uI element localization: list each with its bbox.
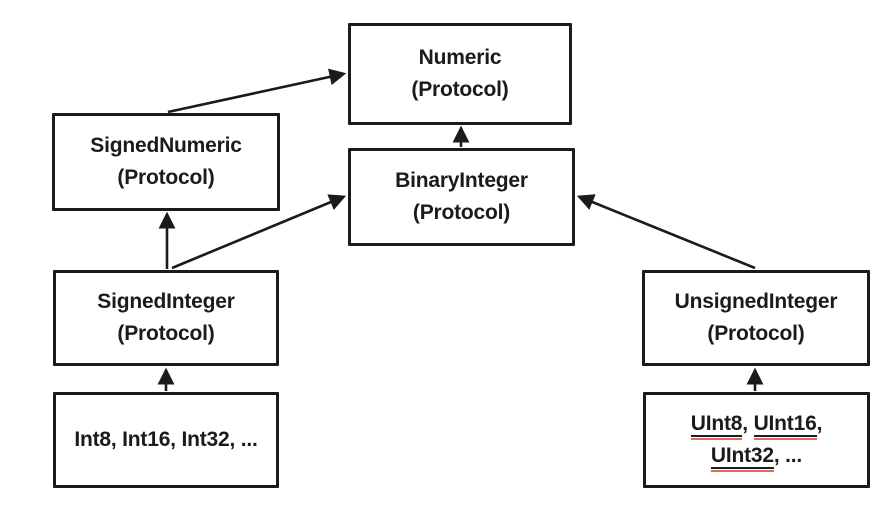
node-subtitle: (Protocol) xyxy=(117,166,215,189)
uint-types-line-2: UInt32, ... xyxy=(710,440,803,472)
node-numeric: Numeric (Protocol) xyxy=(348,23,572,125)
node-title: SignedInteger xyxy=(97,290,235,313)
underlined-type-name: UInt32 xyxy=(710,444,774,469)
node-unsigned-integer: UnsignedInteger (Protocol) xyxy=(642,270,870,366)
underlined-type-name: UInt16 xyxy=(753,412,817,437)
int-types-label: Int8, Int16, Int32, ... xyxy=(74,428,258,451)
uint-types-line-1: UInt8, UInt16, xyxy=(690,408,823,440)
arrow-signedinteger-to-binaryinteger xyxy=(171,194,347,270)
node-title: Numeric xyxy=(418,46,502,69)
node-title: UnsignedInteger xyxy=(674,290,838,313)
node-signed-numeric: SignedNumeric (Protocol) xyxy=(52,113,280,211)
underlined-type-name: UInt8 xyxy=(690,412,743,437)
node-title: SignedNumeric xyxy=(90,134,242,157)
arrow-signednumeric-to-numeric xyxy=(167,68,347,114)
text-segment: , xyxy=(816,412,823,435)
text-segment: , ... xyxy=(773,444,803,467)
node-int-types: Int8, Int16, Int32, ... xyxy=(53,392,279,488)
node-title: BinaryInteger xyxy=(395,169,528,192)
node-binary-integer: BinaryInteger (Protocol) xyxy=(348,148,575,246)
node-subtitle: (Protocol) xyxy=(707,322,805,345)
node-subtitle: (Protocol) xyxy=(412,201,511,224)
text-segment: , xyxy=(742,412,754,435)
node-subtitle: (Protocol) xyxy=(117,322,215,345)
node-uint-types: UInt8, UInt16, UInt32, ... xyxy=(643,392,870,488)
node-subtitle: (Protocol) xyxy=(411,78,509,101)
node-signed-integer: SignedInteger (Protocol) xyxy=(53,270,279,366)
arrow-unsignedinteger-to-binaryinteger xyxy=(576,194,756,270)
